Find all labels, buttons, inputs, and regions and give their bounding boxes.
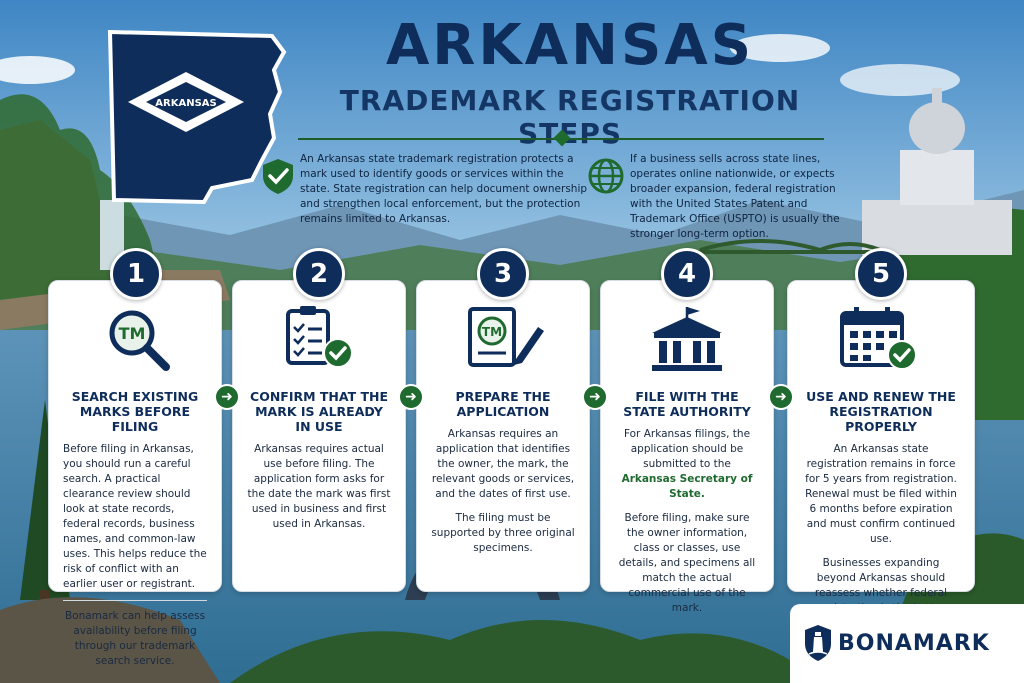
step-5-number: 5 — [855, 248, 907, 300]
shield-check-icon — [263, 159, 293, 194]
step-card-4: FILE WITH THE STATE AUTHORITY For Arkans… — [600, 280, 774, 614]
step-5-title: USE AND RENEW THE REGISTRATION PROPERLY — [806, 389, 956, 434]
step-1-number: 1 — [110, 248, 162, 300]
step-card-5: USE AND RENEW THE REGISTRATION PROPERLY … — [787, 280, 975, 629]
page-title: ARKANSAS — [385, 13, 755, 78]
step-2-title: CONFIRM THAT THE MARK IS ALREADY IN USE — [250, 389, 388, 434]
arrow-right-icon: ➜ — [582, 384, 608, 410]
tm-magnifier-icon: TM — [109, 310, 170, 371]
brand-name: BONAMARK — [838, 631, 990, 656]
globe-icon — [588, 158, 624, 194]
step-1-divider — [63, 600, 207, 601]
step-1-body: Before filing in Arkansas, you should ru… — [63, 443, 207, 590]
step-1-title: SEARCH EXISTING MARKS BEFORE FILING — [71, 389, 199, 434]
courthouse-icon — [652, 307, 722, 371]
step-4-authority: Arkansas Secretary of State. — [621, 473, 753, 500]
step-3-body: Arkansas requires an application that id… — [431, 428, 575, 500]
page-subtitle: TRADEMARK REGISTRATION STEPS — [339, 84, 801, 150]
arrow-right-icon: ➜ — [214, 384, 240, 410]
svg-text:TM: TM — [119, 324, 146, 343]
step-3-body-2: The filing must be supported by three or… — [431, 512, 575, 554]
arrow-right-icon: ➜ — [398, 384, 424, 410]
step-1-note: Bonamark can help assess availability be… — [64, 610, 206, 667]
title-block: ARKANSAS TRADEMARK REGISTRATION STEPS — [300, 13, 840, 151]
step-4-body-text: For Arkansas filings, the application sh… — [623, 428, 751, 470]
step-4-number: 4 — [661, 248, 713, 300]
state-flag-label: ARKANSAS — [155, 98, 216, 109]
checklist-icon — [286, 306, 353, 368]
step-4-body-2: Before filing, make sure the owner infor… — [618, 512, 756, 614]
step-4-body: For Arkansas filings, the application sh… — [615, 427, 759, 502]
intro-state-text: An Arkansas state trademark registration… — [300, 153, 588, 225]
tm-document-icon: TM — [468, 307, 544, 367]
step-3-title: PREPARE THE APPLICATION — [455, 389, 551, 419]
step-2-body: Arkansas requires actual use before fili… — [247, 443, 391, 530]
lighthouse-logo-icon — [805, 625, 831, 661]
step-3-number: 3 — [477, 248, 529, 300]
step-card-1: SEARCH EXISTING MARKS BEFORE FILING Befo… — [48, 280, 222, 667]
svg-text:TM: TM — [482, 325, 502, 339]
intro-federal-text: If a business sells across state lines, … — [630, 153, 840, 240]
brand-badge: BONAMARK — [790, 604, 1024, 683]
step-2-number: 2 — [293, 248, 345, 300]
step-4-title: FILE WITH THE STATE AUTHORITY — [623, 389, 751, 419]
step-5-body: An Arkansas state registration remains i… — [805, 443, 957, 545]
arkansas-map-graphic: ARKANSAS — [107, 30, 287, 205]
calendar-check-icon — [840, 307, 917, 370]
arrow-right-icon: ➜ — [768, 384, 794, 410]
